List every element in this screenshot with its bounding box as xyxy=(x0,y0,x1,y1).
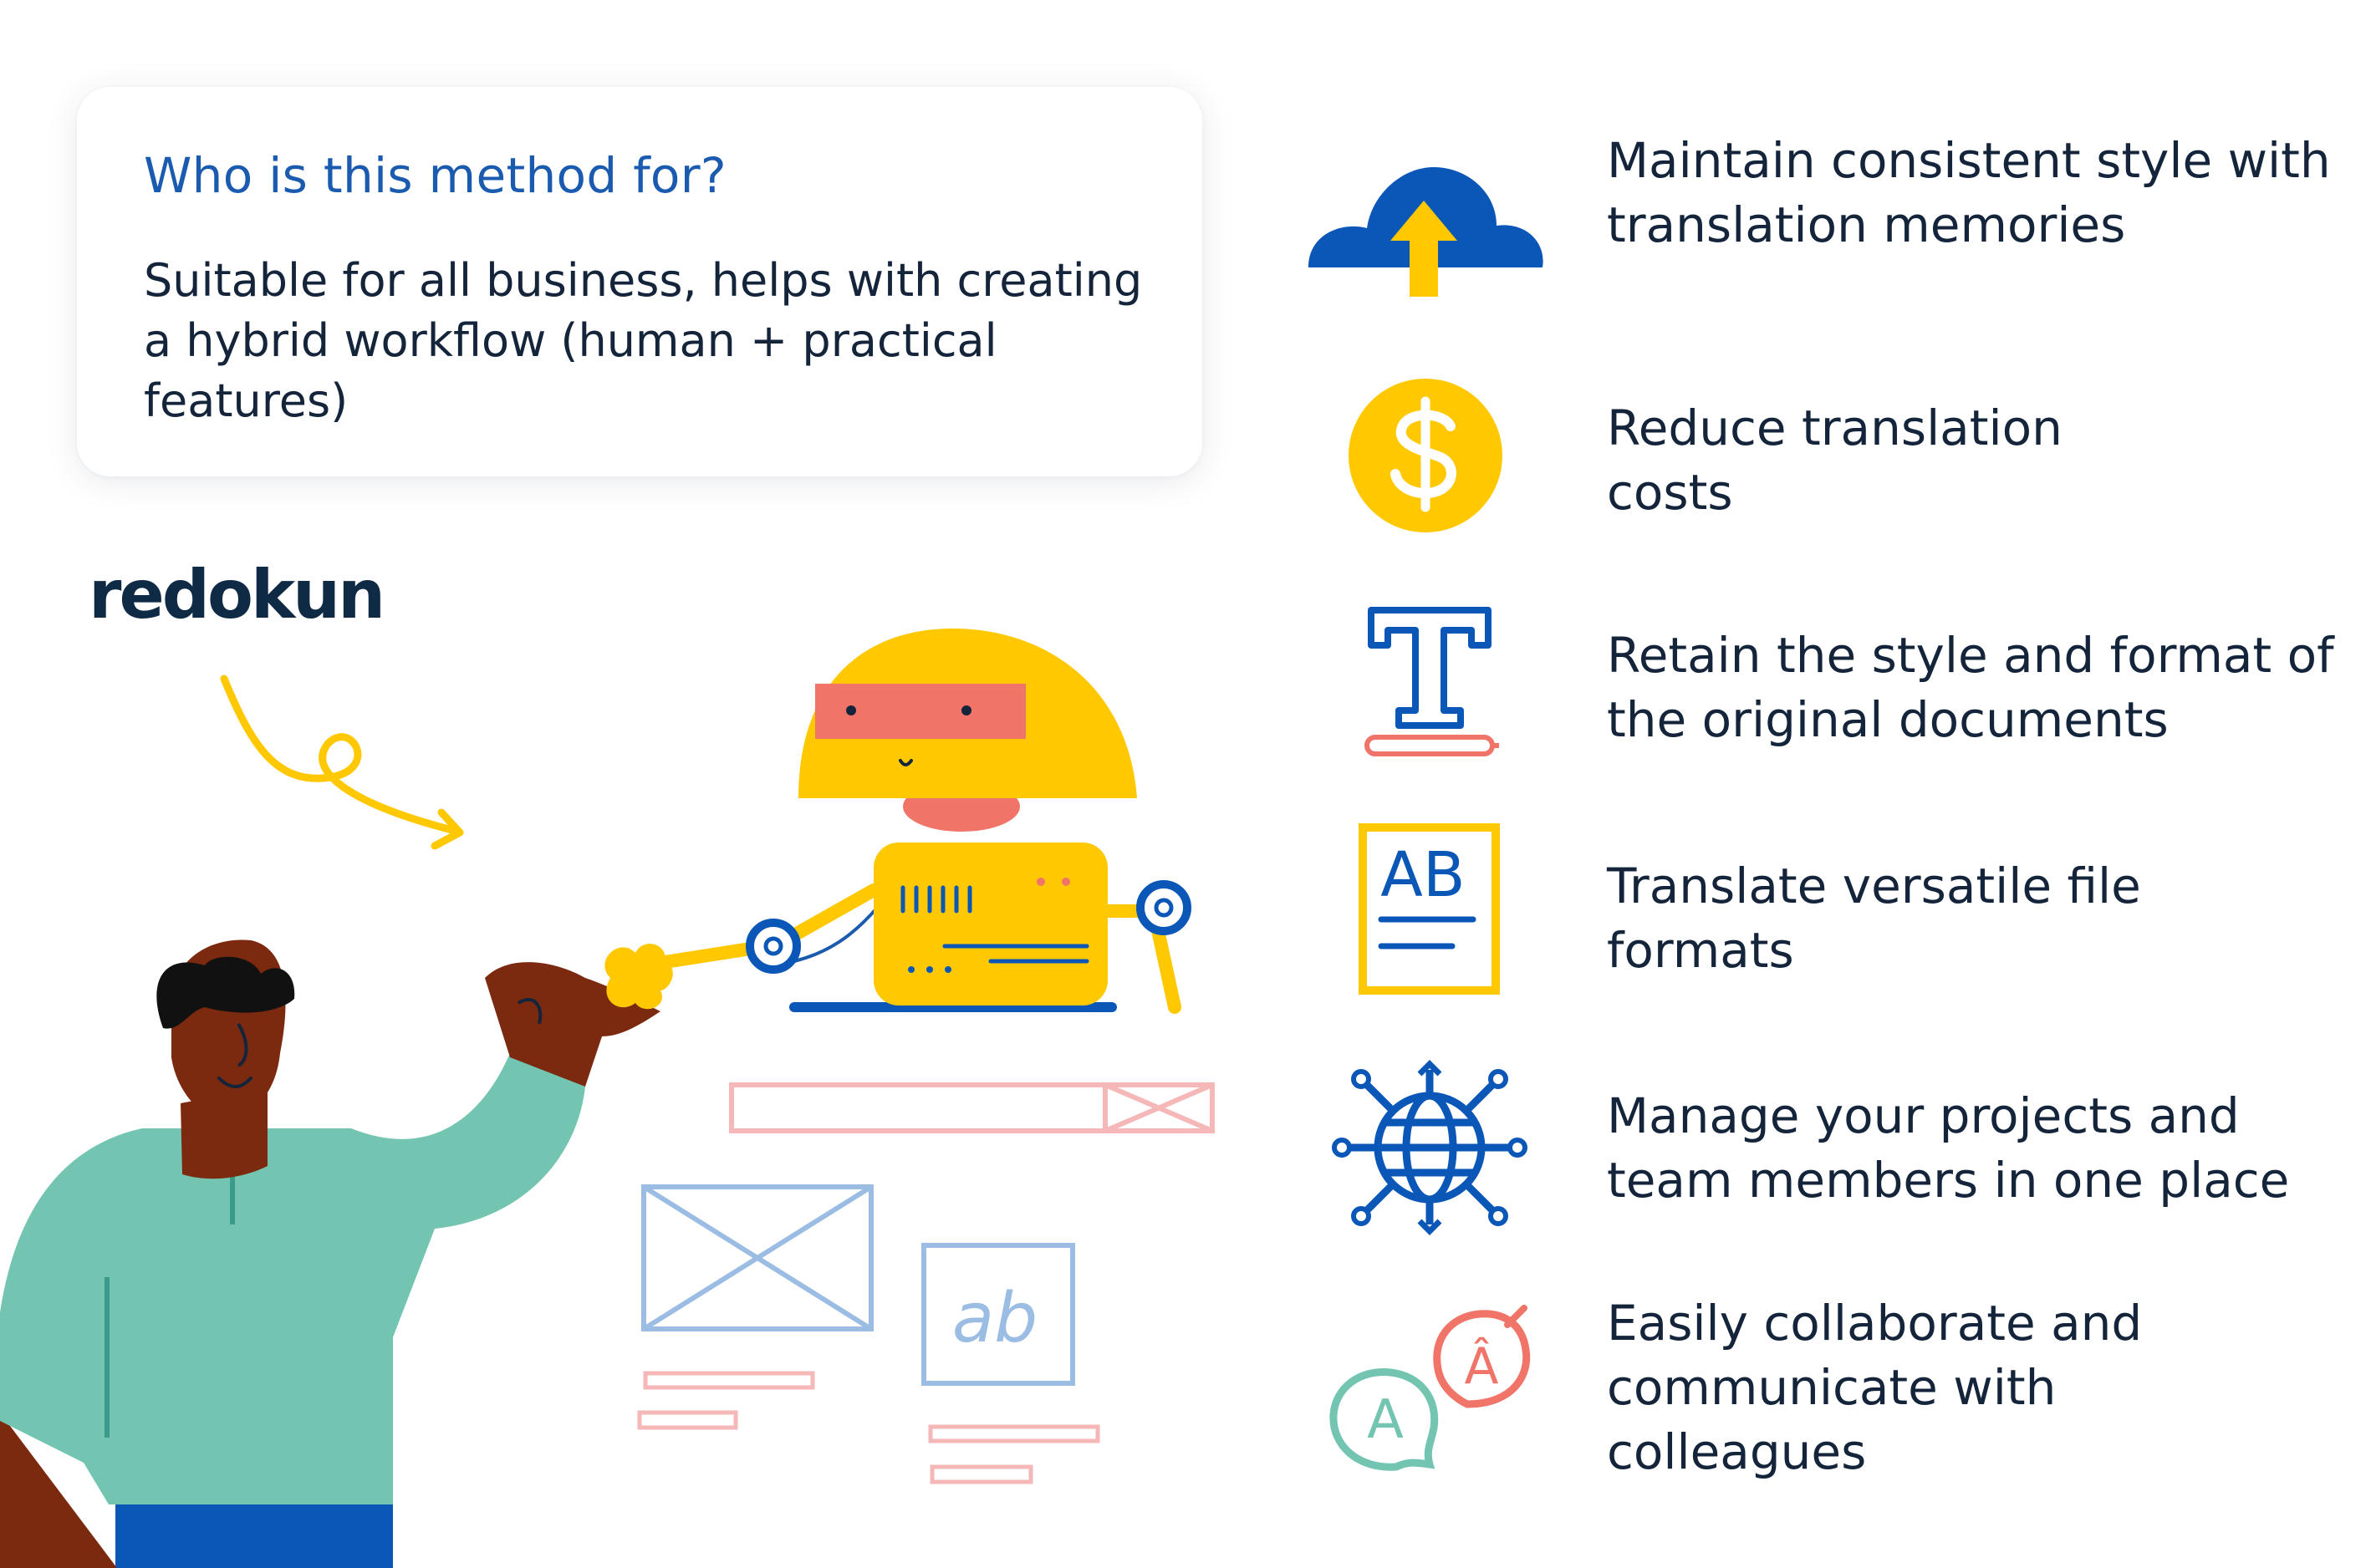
text-format-icon xyxy=(1364,607,1499,756)
feature-text-reduce-costs: Reduce translation costs xyxy=(1607,400,2063,521)
feature-text-collaborate: Easily collaborate and communicate with … xyxy=(1607,1295,2143,1480)
document-ab-icon: AB xyxy=(1359,823,1500,995)
svg-text:A: A xyxy=(1367,1389,1404,1451)
feature-text-file-formats: Translate versatile file formats xyxy=(1607,858,2141,979)
cloud-upload-icon xyxy=(1308,167,1543,297)
card-title: Who is this method for? xyxy=(144,147,727,204)
person xyxy=(0,939,673,1568)
info-card: Who is this method for? Suitable for all… xyxy=(77,87,1202,476)
svg-text:Â: Â xyxy=(1464,1336,1498,1396)
card-body: Suitable for all business, helps with cr… xyxy=(144,254,1143,427)
feature-text-retain-style: Retain the style and format of the origi… xyxy=(1607,627,2334,748)
feature-text-manage-projects: Manage your projects and team members in… xyxy=(1607,1087,2290,1209)
arrow-doodle xyxy=(220,675,462,836)
robot-human-illustration: ab xyxy=(0,629,1215,1568)
dollar-coin-icon xyxy=(1349,379,1502,532)
arrow-head xyxy=(431,808,464,850)
robot xyxy=(637,629,1191,1014)
feature-text-translation-memories: Maintain consistent style with translati… xyxy=(1607,132,2331,253)
svg-text:AB: AB xyxy=(1380,839,1465,911)
wireframe-ab-text: ab xyxy=(952,1279,1038,1358)
globe-network-icon xyxy=(1332,1060,1527,1235)
chat-bubbles-icon: Â A xyxy=(1329,1305,1531,1471)
redokun-logo: redokun xyxy=(89,556,385,634)
wireframe xyxy=(637,1082,1215,1484)
